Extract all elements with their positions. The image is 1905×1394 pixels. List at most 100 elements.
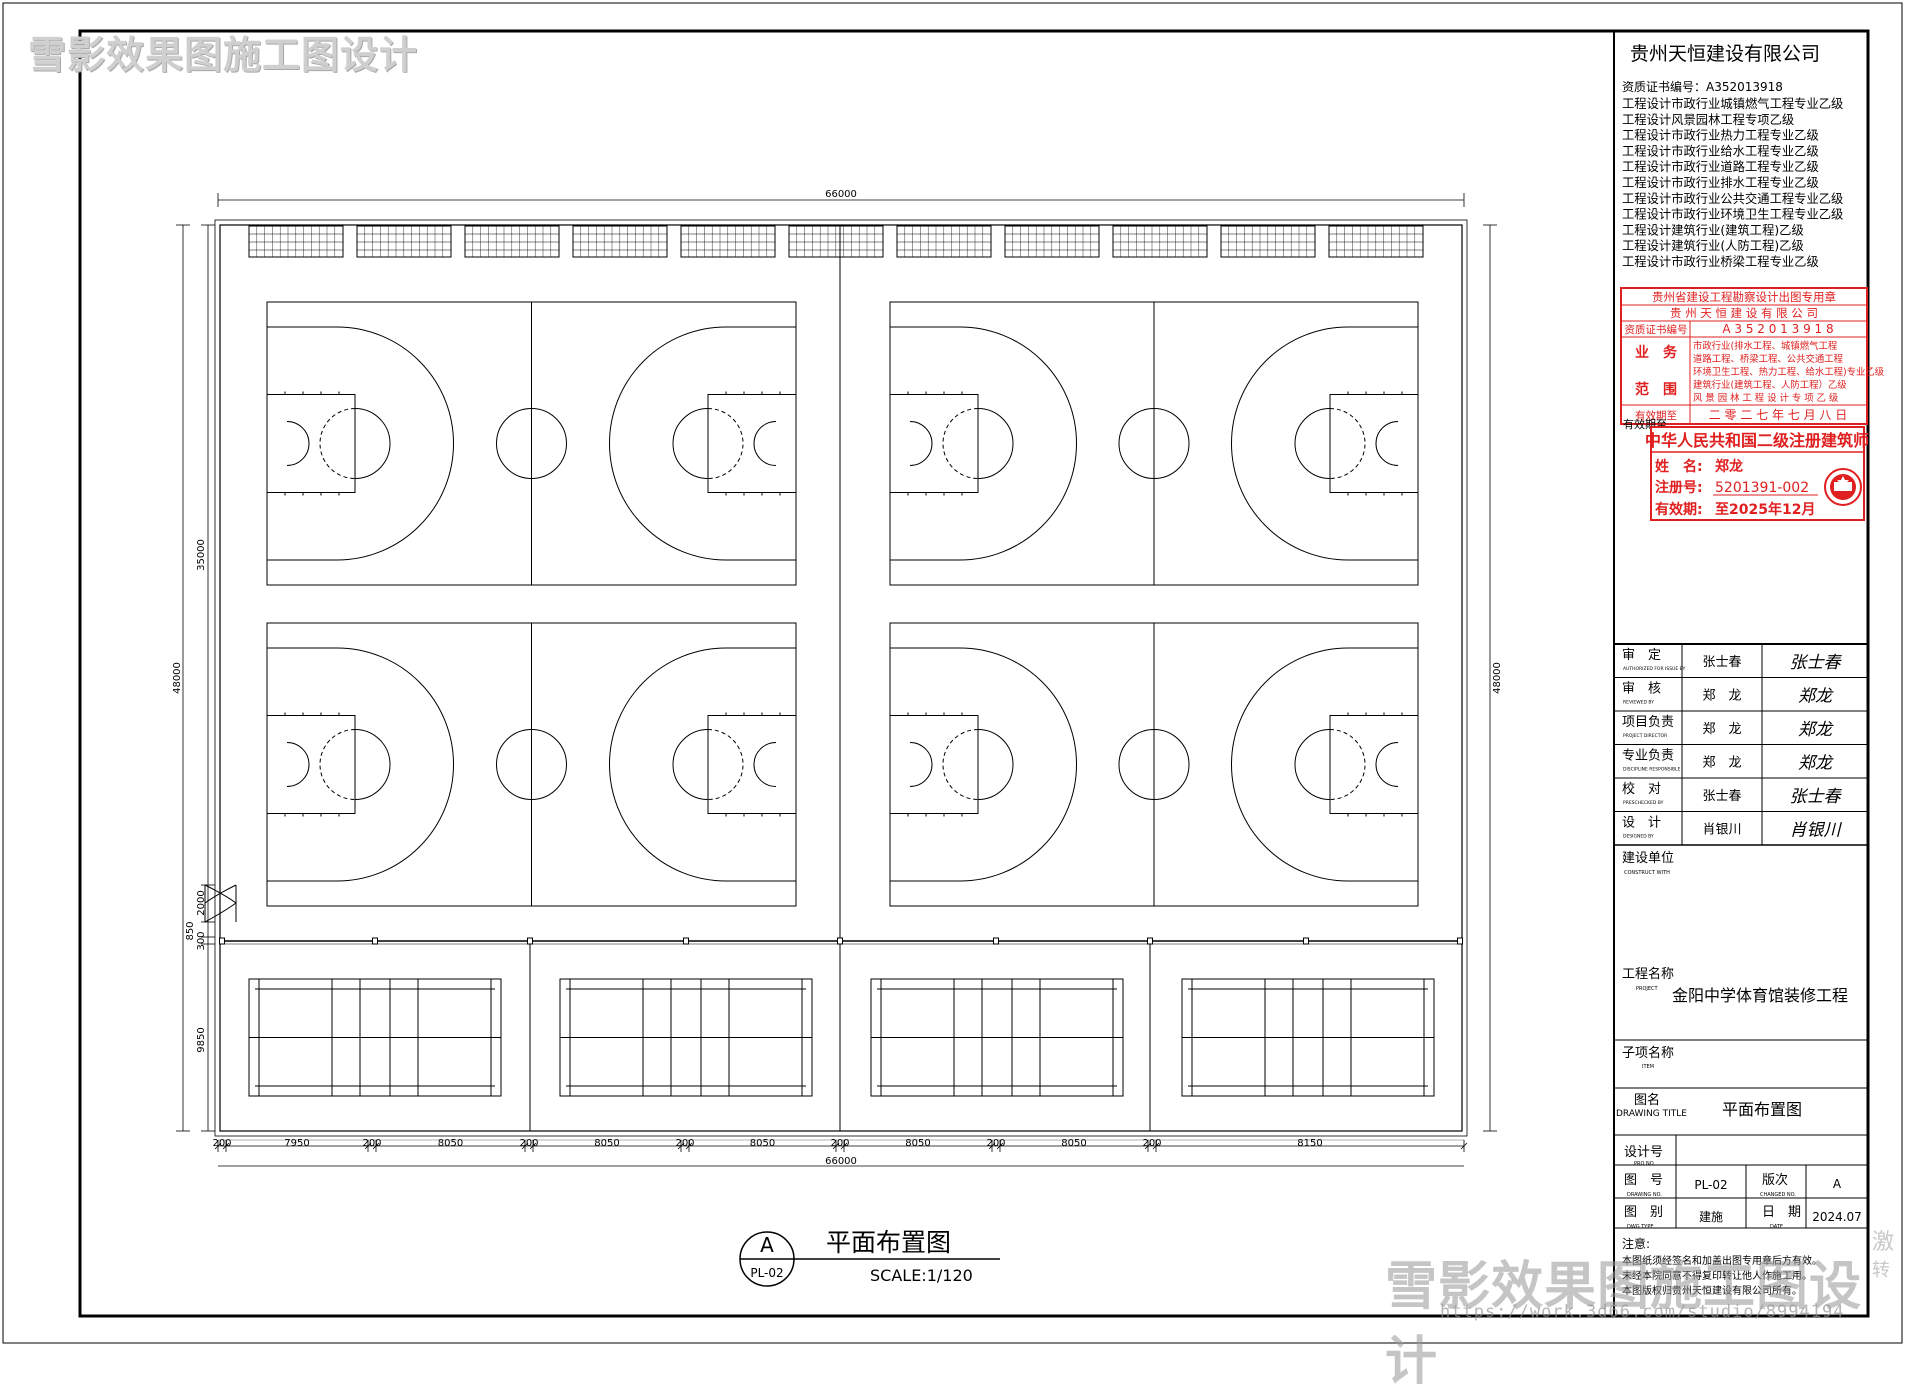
signature-role: 校 对 (1622, 781, 1661, 797)
dim-left-gap3: 300 (196, 931, 207, 950)
bleacher-block (680, 225, 776, 258)
dim-left-outer: 48000 (172, 662, 183, 694)
qualification-item: 工程设计市政行业给水工程专业乙级 (1622, 143, 1819, 158)
drawing-no: PL-02 (1694, 1178, 1727, 1192)
handwritten-signature: 郑龙 (1798, 720, 1834, 740)
seal-scope-label-2: 范 围 (1635, 381, 1677, 398)
dim-left-gap2: 850 (185, 921, 196, 940)
handwritten-signature: 郑龙 (1798, 687, 1834, 707)
seal-valid-label: 有效期至 (1635, 409, 1677, 422)
dim-bottom-segment: 200 (1142, 1138, 1161, 1149)
bleacher-block (1220, 225, 1316, 258)
date-label-en: DATE (1770, 1224, 1783, 1230)
project-label: 工程名称 (1622, 966, 1674, 982)
note-line: 未经本院同意不得复印转让他人作施工用。 (1622, 1269, 1812, 1282)
dim-bottom-segment: 7950 (284, 1138, 309, 1149)
divider-post (219, 937, 225, 945)
badminton-courts (248, 978, 1435, 1097)
seal-scope-line: 道路工程、桥梁工程、公共交通工程 (1693, 353, 1844, 365)
drawing-title: 平面布置图 (1722, 1100, 1802, 1119)
signature-role-en: AUTHORIZED FOR ISSUE BY (1623, 666, 1685, 672)
drawing-no-label-en: DRAWING NO. (1627, 1192, 1662, 1198)
badminton-court-pair (248, 978, 502, 1097)
bleacher-block (1328, 225, 1424, 258)
item-label: 子项名称 (1622, 1045, 1674, 1061)
divider-post (993, 937, 999, 945)
qualification-item: 工程设计建筑行业(建筑工程)乙级 (1622, 222, 1804, 237)
architect-stamp: 中华人民共和国二级注册建筑师 姓 名: 郑龙 注册号: 5201391-002 … (1645, 426, 1869, 521)
dim-top: 66000 (825, 189, 857, 200)
architect-name-label: 姓 名: (1655, 458, 1703, 475)
bleacher-block (1004, 225, 1100, 258)
reference-letter: A (760, 1233, 774, 1257)
dim-bottom-segment: 8050 (905, 1138, 930, 1149)
bleacher-block (572, 225, 668, 258)
basketball-court (889, 622, 1419, 907)
version-label-en: CHANGED NO. (1760, 1192, 1796, 1198)
qualification-item: 工程设计市政行业热力工程专业乙级 (1622, 128, 1819, 143)
signature-role-en: DESIGNED BY (1623, 834, 1654, 840)
dim-bottom-segment: 200 (519, 1138, 538, 1149)
bleacher-block (788, 225, 884, 258)
seal-scope-line: 风 景 园 林 工 程 设 计 专 项 乙 级 (1693, 392, 1839, 404)
qualification-item: 工程设计市政行业排水工程专业乙级 (1622, 175, 1819, 190)
signature-name: 郑 龙 (1702, 756, 1741, 771)
drawing-title-label: 图名 (1634, 1092, 1660, 1108)
client-label: 建设单位 (1622, 851, 1674, 866)
type-label-en: DWG TYPE (1627, 1224, 1654, 1230)
architect-valid-label: 有效期: (1655, 501, 1703, 518)
dim-bottom-total: 66000 (825, 1156, 857, 1167)
divider-post (1147, 937, 1153, 945)
signature-role: 审 核 (1622, 682, 1661, 697)
version-label: 版次 (1762, 1172, 1788, 1188)
seal-title: 贵州省建设工程勘察设计出图专用章 (1652, 290, 1836, 304)
client-label-en: CONSTRUCT WITH (1624, 870, 1670, 876)
qualification-item: 工程设计建筑行业(人防工程)乙级 (1622, 238, 1804, 253)
qualification-item: 工程设计市政行业桥梁工程专业乙级 (1622, 254, 1819, 269)
building-outline (219, 224, 1463, 1132)
watermark-top: 雪影效果图施工图设计 (28, 33, 419, 77)
seal-scope-line: 建筑行业(建筑工程、人防工程）乙级 (1693, 379, 1847, 391)
note-line: 本图纸须经签名和加盖出图专用章后方有效。 (1622, 1254, 1822, 1267)
signature-role-en: DISCIPLINE RESPONSIBLE (1623, 767, 1681, 773)
bleacher-block (1112, 225, 1208, 258)
divider-post (527, 937, 533, 945)
notes-label: 注意: (1622, 1236, 1650, 1251)
dim-left-gap1: 2000 (196, 890, 207, 915)
signature-name: 郑 龙 (1702, 722, 1741, 737)
dim-left-bottom: 9850 (196, 1027, 207, 1052)
qualification-item: 工程设计风景园林工程专项乙级 (1622, 112, 1794, 127)
signature-role: 设 计 (1622, 816, 1661, 831)
divider-post (837, 937, 843, 945)
dim-bottom-segment: 8050 (1061, 1138, 1086, 1149)
divider-post (1457, 937, 1463, 945)
qualification-item: 工程设计市政行业环境卫生工程专业乙级 (1622, 207, 1843, 222)
dim-bottom-segment: 200 (212, 1138, 231, 1149)
date-label: 日 期 (1762, 1205, 1801, 1220)
qualification-item: 工程设计市政行业城镇燃气工程专业乙级 (1622, 96, 1843, 111)
signature-role: 项目负责 (1622, 715, 1674, 730)
handwritten-signature: 郑龙 (1798, 754, 1834, 774)
architect-title: 中华人民共和国二级注册建筑师 (1645, 431, 1869, 450)
seal-company: 贵 州 天 恒 建 设 有 限 公 司 (1670, 306, 1818, 320)
version: A (1833, 1177, 1842, 1191)
drawing-type: 建施 (1699, 1210, 1723, 1224)
signature-role-en: PROJECT DIRECTOR (1623, 733, 1667, 739)
national-emblem-icon (1824, 468, 1862, 506)
dim-right: 48000 (1492, 662, 1503, 694)
signature-name: 郑 龙 (1702, 689, 1741, 704)
item-label-en: ITEM (1642, 1064, 1654, 1070)
dimension-labels: 66000 66000 48000 35000 2000 850 300 985… (172, 189, 1503, 1167)
handwritten-signature: 张士春 (1790, 787, 1843, 807)
project-name: 金阳中学体育馆装修工程 (1672, 986, 1848, 1005)
watermark-side-2: 转 (1872, 1260, 1890, 1281)
dim-bottom-segment: 200 (362, 1138, 381, 1149)
seal-scope-label-1: 业 务 (1635, 344, 1678, 361)
design-seal: 贵州省建设工程勘察设计出图专用章 贵 州 天 恒 建 设 有 限 公 司 资质证… (1620, 287, 1885, 431)
cert-number: 资质证书编号：A352013918 (1622, 79, 1783, 94)
dimension-lines (176, 193, 1497, 1167)
